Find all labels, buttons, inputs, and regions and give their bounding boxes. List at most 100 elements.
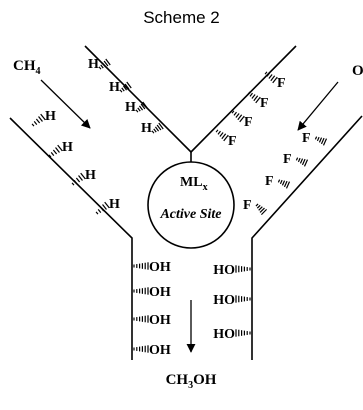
h-bond-inner-hash <box>124 83 130 90</box>
right-inner-wall <box>190 45 297 153</box>
right-outer-wall <box>251 115 363 360</box>
h-bond-inner-hash <box>138 105 144 111</box>
f-bond-outer-hash <box>295 157 299 161</box>
f-group-inner: F <box>277 76 286 91</box>
h-bond-outer-hash <box>31 123 35 127</box>
h-group-outer: H <box>85 168 96 183</box>
h-bond-outer-hash <box>97 209 102 213</box>
h-bond-outer-hash <box>102 204 107 210</box>
f-bond-outer-hash <box>258 206 263 211</box>
f-bond-outer-hash <box>322 138 328 146</box>
f-bond-inner-hash <box>249 92 253 97</box>
f-group-outer: F <box>265 174 274 189</box>
h-group-inner: H <box>125 100 136 115</box>
f-bond-outer-hash <box>281 180 286 186</box>
f-bond-inner-hash <box>272 76 278 84</box>
f-bond-outer-hash <box>316 136 320 142</box>
f-bond-outer-hash <box>255 203 259 207</box>
catalyst-label: MLx <box>180 175 208 193</box>
f-bond-outer-hash <box>283 180 288 188</box>
h-bond-outer-hash <box>38 116 43 122</box>
h-bond-inner-hash <box>153 128 157 133</box>
f-group-inner: F <box>228 134 237 149</box>
h-group-outer: H <box>62 140 73 155</box>
h-bond-outer-hash <box>48 154 52 158</box>
f-bond-outer-hash <box>256 204 261 209</box>
f-bond-inner-hash <box>233 111 237 116</box>
h-bond-inner-hash <box>119 89 123 93</box>
h-bond-inner-hash <box>154 126 160 132</box>
h-bond-inner-hash <box>101 62 107 68</box>
h-bond-outer-hash <box>80 172 86 180</box>
h-bond-outer-hash <box>50 152 55 156</box>
left-outer-wall <box>9 117 133 360</box>
f-bond-outer-hash <box>320 137 325 145</box>
f-bond-outer-hash <box>259 207 265 213</box>
h-bond-outer-hash <box>99 206 105 212</box>
f-bond-outer-hash <box>297 157 301 163</box>
h-bond-outer-hash <box>35 118 41 124</box>
f-bond-outer-hash <box>277 179 281 183</box>
f-group-outer: F <box>243 198 252 213</box>
f-group-outer: F <box>283 152 292 167</box>
oh-group: OH <box>149 343 171 358</box>
h-bond-outer-hash <box>33 121 38 125</box>
h-bond-inner-hash <box>140 103 146 110</box>
h-bond-outer-hash <box>95 211 99 215</box>
h-bond-outer-hash <box>40 113 46 121</box>
active-site-circle <box>147 161 235 249</box>
f-bond-inner-hash <box>219 132 224 137</box>
f-bond-outer-hash <box>260 208 268 216</box>
f-bond-inner-hash <box>253 95 259 102</box>
h-bond-inner-hash <box>122 85 128 91</box>
oxidant-label: O <box>352 63 363 79</box>
ho-group: HO <box>213 263 235 278</box>
oxidant-inflow-arrow <box>297 81 339 131</box>
f-bond-inner-hash <box>255 96 261 104</box>
f-bond-inner-hash <box>217 130 221 135</box>
h-bond-outer-hash <box>78 175 83 181</box>
f-group-inner: F <box>244 115 253 130</box>
h-bond-outer-hash <box>75 177 81 183</box>
h-bond-outer-hash <box>52 149 58 155</box>
h-bond-outer-hash <box>104 201 110 209</box>
f-bond-inner-hash <box>268 74 273 79</box>
f-bond-inner-hash <box>215 129 219 133</box>
h-bond-inner-hash <box>126 81 132 89</box>
h-bond-outer-hash <box>71 182 75 186</box>
f-bond-inner-hash <box>235 113 240 118</box>
methanol-label: CH3OH <box>166 372 217 391</box>
h-group-outer: H <box>109 197 120 212</box>
h-group-outer: H <box>45 109 56 124</box>
h-bond-inner-hash <box>156 124 162 131</box>
f-bond-inner-hash <box>251 94 256 99</box>
f-bond-outer-hash <box>285 181 291 189</box>
f-bond-outer-hash <box>318 137 323 143</box>
h-group-inner: H <box>109 80 120 95</box>
f-bond-inner-hash <box>231 110 235 114</box>
h-bond-outer-hash <box>55 147 60 153</box>
f-group-inner: F <box>260 96 269 111</box>
ho-group: HO <box>213 293 235 308</box>
h-bond-inner-hash <box>137 107 141 112</box>
f-bond-inner-hash <box>266 72 270 77</box>
f-bond-outer-hash <box>279 179 283 185</box>
h-bond-inner-hash <box>103 60 109 67</box>
f-bond-outer-hash <box>303 159 309 167</box>
h-group-inner: H <box>88 57 99 72</box>
h-bond-inner-hash <box>100 64 104 69</box>
f-bond-inner-hash <box>221 133 227 140</box>
methane-inflow-arrow <box>40 79 91 129</box>
h-bond-inner-hash <box>105 58 111 66</box>
h-bond-inner-hash <box>98 66 102 70</box>
h-bond-outer-hash <box>73 180 78 184</box>
f-bond-outer-hash <box>299 158 304 164</box>
h-bond-inner-hash <box>151 130 155 134</box>
ho-group: HO <box>213 327 235 342</box>
left-inner-wall <box>84 45 192 153</box>
h-bond-inner-hash <box>135 109 139 113</box>
scheme-title: Scheme 2 <box>143 8 220 27</box>
oh-group: OH <box>149 285 171 300</box>
